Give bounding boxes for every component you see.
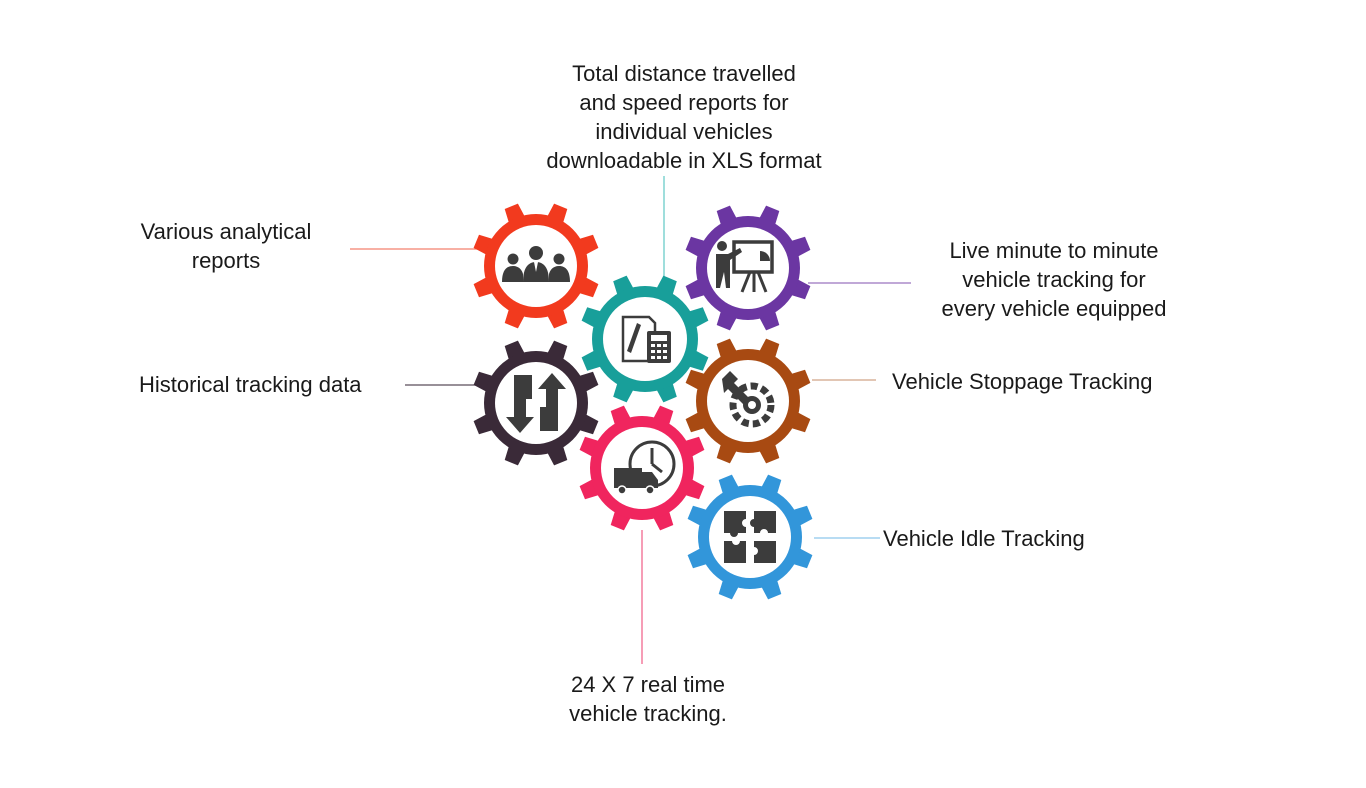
people-group-icon bbox=[502, 246, 570, 282]
label-idle: Vehicle Idle Tracking bbox=[883, 526, 1085, 551]
label-realtime: 24 X 7 real time vehicle tracking. bbox=[569, 672, 727, 726]
gear-stoppage bbox=[685, 338, 811, 464]
wrench-gear-icon bbox=[722, 371, 775, 428]
sync-arrows-icon bbox=[506, 373, 566, 433]
gear-center-idle bbox=[709, 496, 791, 578]
puzzle-icon bbox=[724, 511, 776, 563]
label-total-distance: Total distance travelled and speed repor… bbox=[546, 61, 822, 173]
label-live-tracking: Live minute to minute vehicle tracking f… bbox=[941, 238, 1167, 321]
document-calculator-icon bbox=[621, 315, 671, 363]
label-stoppage: Vehicle Stoppage Tracking bbox=[892, 369, 1153, 394]
gear-historical bbox=[473, 340, 599, 466]
gear-center-live bbox=[707, 227, 789, 309]
label-historical: Historical tracking data bbox=[139, 372, 362, 397]
clock-truck-icon bbox=[614, 440, 676, 495]
gear-idle-tracking bbox=[687, 474, 813, 600]
label-analytical: Various analytical reports bbox=[140, 219, 312, 273]
gear-live-tracking bbox=[685, 205, 811, 331]
presentation-board-icon bbox=[716, 240, 774, 293]
gear-center-historical bbox=[495, 362, 577, 444]
gear-center-reports bbox=[603, 297, 687, 381]
